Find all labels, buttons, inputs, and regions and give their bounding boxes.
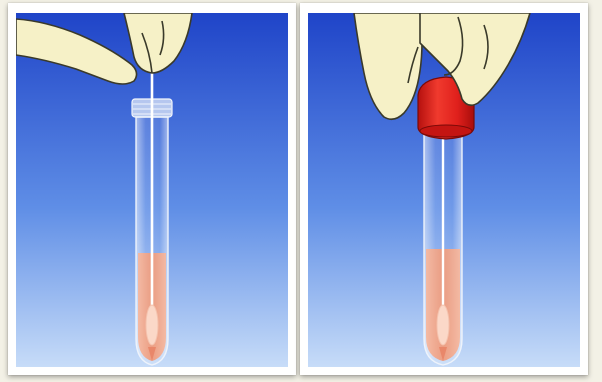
scene-cap-tube (308, 13, 580, 367)
panel-cap-tube (300, 3, 588, 375)
insert-swab-illustration (16, 13, 288, 367)
cap-tube-illustration (308, 13, 580, 367)
scene-insert-swab (16, 13, 288, 367)
panel-insert-swab (8, 3, 296, 375)
